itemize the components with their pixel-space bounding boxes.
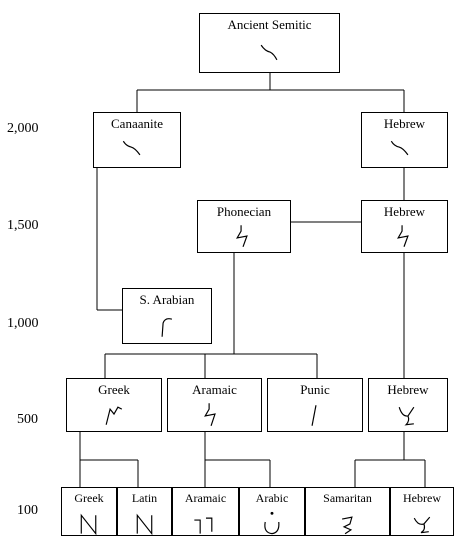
glyph-icon: [342, 516, 353, 535]
glyph-icon: [204, 403, 216, 426]
axis-label-100: 100: [17, 503, 38, 518]
node-label: S. Arabian: [139, 292, 195, 307]
node-phoenician: Phonecian: [197, 200, 291, 253]
glyph-icon: [122, 140, 141, 156]
glyph-icon: [397, 225, 409, 247]
node-hebrew-100: Hebrew: [390, 487, 454, 536]
node-aramaic-100: Aramaic: [172, 487, 239, 536]
node-label: Greek: [98, 382, 130, 397]
glyph-icon: [264, 511, 280, 535]
glyph-icon: [260, 44, 278, 61]
axis-label-2000: 2,000: [7, 121, 39, 136]
axis-label-500: 500: [17, 412, 38, 427]
node-hebrew-top: Hebrew: [361, 112, 448, 168]
glyph-icon: [311, 405, 317, 426]
glyph-icon: [390, 140, 409, 156]
node-arabic-100: Arabic: [239, 487, 305, 536]
node-ancient-semitic: Ancient Semitic: [199, 13, 340, 73]
node-s-arabian: S. Arabian: [122, 288, 212, 344]
node-canaanite: Canaanite: [93, 112, 181, 168]
node-label: Aramaic: [192, 382, 237, 397]
node-label: Arabic: [255, 491, 289, 505]
node-label: Samaritan: [323, 491, 372, 505]
node-greek-100: Greek: [61, 487, 117, 536]
node-punic: Punic: [267, 378, 363, 432]
node-label: Hebrew: [383, 116, 426, 131]
glyph-icon: [235, 225, 248, 247]
node-aramaic-500: Aramaic: [167, 378, 262, 432]
glyph-icon: [80, 513, 97, 536]
node-label: Aramaic: [184, 491, 227, 505]
node-label: Hebrew: [383, 204, 426, 219]
node-samaritan-100: Samaritan: [305, 487, 390, 536]
node-label: Canaanite: [111, 116, 163, 131]
node-label: Hebrew: [403, 491, 441, 505]
node-label: Ancient Semitic: [227, 17, 312, 32]
node-hebrew-500: Hebrew: [368, 378, 448, 432]
glyph-icon: [161, 318, 173, 337]
glyph-icon: [398, 406, 415, 426]
glyph-icon: [105, 406, 123, 425]
glyph-icon: [194, 517, 213, 534]
node-greek-500: Greek: [66, 378, 162, 432]
node-label: Punic: [300, 382, 330, 397]
node-label: Hebrew: [387, 382, 429, 397]
glyph-icon: [136, 513, 153, 536]
axis-label-1500: 1,500: [7, 218, 39, 233]
node-label: Latin: [131, 491, 158, 505]
node-hebrew-mid: Hebrew: [361, 200, 448, 253]
glyph-icon: [413, 516, 431, 534]
node-label: Phonecian: [216, 204, 272, 219]
node-label: Greek: [74, 491, 104, 505]
axis-label-1000: 1,000: [7, 316, 39, 331]
node-latin-100: Latin: [117, 487, 172, 536]
